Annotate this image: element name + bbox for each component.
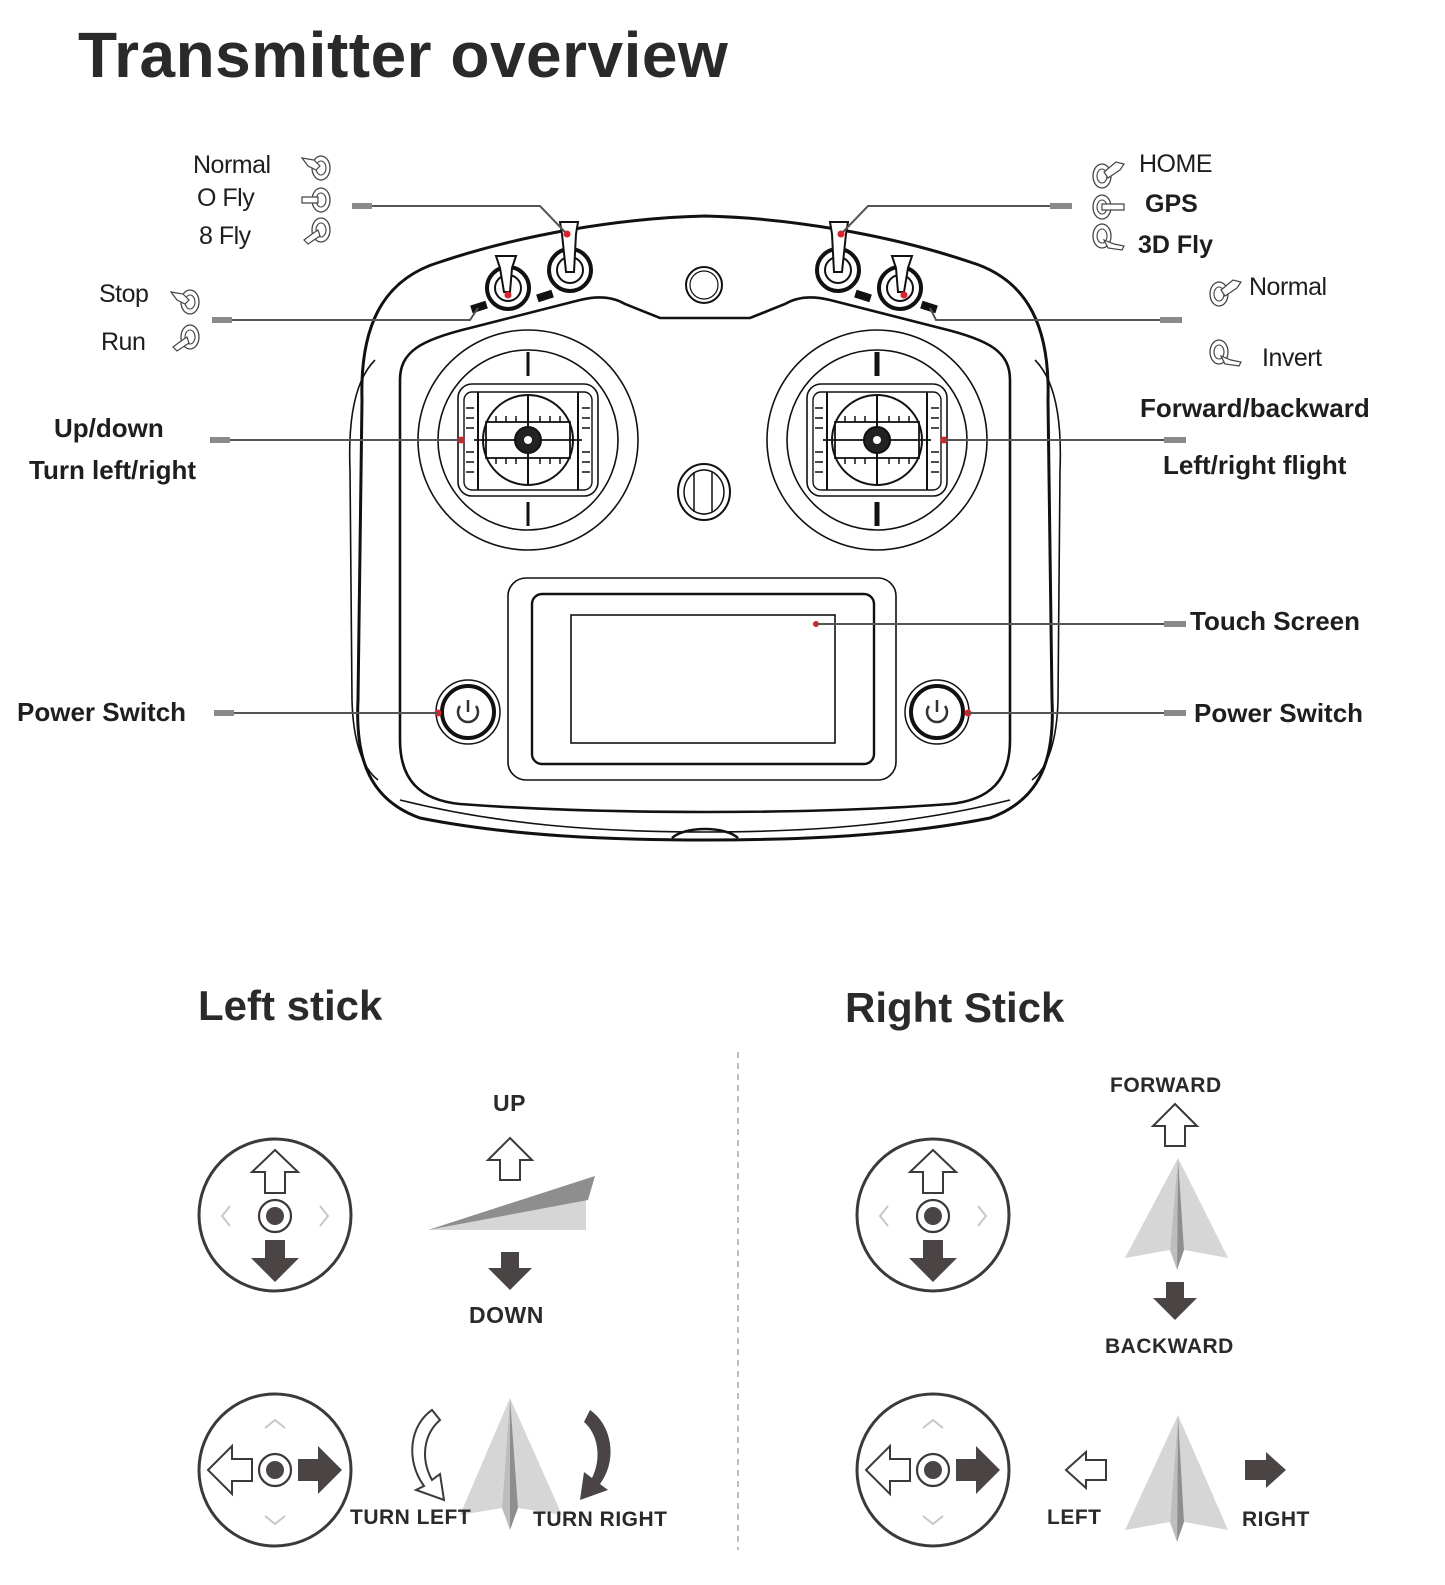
left-mode-ofly-label: O Fly	[197, 184, 255, 212]
arrow-up-outline-icon	[1150, 1102, 1200, 1147]
throttle-stop-label: Stop	[99, 280, 149, 308]
left-power-button	[434, 679, 501, 745]
right-stick-horizontal-diagram	[855, 1392, 1011, 1548]
chevron-right-icon	[319, 1205, 330, 1227]
throttle-run-label: Run	[101, 328, 146, 356]
right-mode-3dfly-label: 3D Fly	[1138, 231, 1214, 259]
leader-lines	[214, 205, 1166, 714]
toggle-center-icon	[1092, 194, 1125, 220]
arrow-up-outline-icon	[249, 1148, 301, 1194]
invert-normal-label: Normal	[1249, 273, 1327, 301]
touch-screen	[507, 577, 897, 781]
arrow-left-outline-icon	[1064, 1449, 1107, 1491]
left-stick-section-title: Left stick	[198, 982, 383, 1029]
backward-caption: BACKWARD	[1105, 1335, 1234, 1358]
right-grip	[1031, 359, 1062, 781]
right-mode-home-label: HOME	[1139, 150, 1213, 178]
toggle-down-left-icon	[172, 324, 200, 352]
arrow-right-solid-icon	[1245, 1452, 1286, 1488]
touch-screen-label: Touch Screen	[1190, 606, 1361, 636]
toggle-down-right-icon	[1092, 223, 1125, 251]
left-throttle-switch	[485, 255, 531, 311]
arrow-down-solid-icon	[909, 1240, 957, 1282]
chevron-left-icon	[220, 1205, 231, 1227]
chevron-up-icon	[922, 1418, 944, 1429]
right-stick-section-title: Right Stick	[845, 984, 1065, 1031]
left-caption: LEFT	[1047, 1506, 1102, 1529]
right-invert-switch	[877, 255, 923, 311]
arrow-right-solid-icon	[956, 1446, 1000, 1494]
left-stick-updown-label: Up/down	[54, 413, 164, 443]
left-mode-switch	[547, 221, 593, 293]
turn-left-caption: TURN LEFT	[350, 1506, 472, 1529]
page-title: Transmitter overview	[78, 19, 729, 91]
right-mode-switch	[815, 221, 861, 293]
forward-caption: FORWARD	[1110, 1074, 1222, 1097]
left-stick-vertical-diagram	[197, 1137, 353, 1293]
chevron-right-icon	[977, 1205, 988, 1227]
up-caption: UP	[493, 1090, 526, 1116]
toggle-down-right-icon	[1209, 339, 1242, 367]
rotate-right-solid-icon	[580, 1410, 611, 1500]
arrow-left-outline-icon	[206, 1443, 253, 1497]
arrow-down-solid-icon	[1153, 1282, 1197, 1320]
transmitter-outer-shell	[356, 214, 1054, 842]
toggle-up-left-icon	[300, 155, 331, 181]
right-power-switch-label: Power Switch	[1194, 698, 1364, 728]
bottom-edge	[399, 799, 1011, 833]
paper-plane-forward-icon	[1125, 1158, 1228, 1270]
chevron-up-icon	[264, 1418, 286, 1429]
arrow-right-solid-icon	[298, 1446, 342, 1494]
left-stick-turn-label: Turn left/right	[29, 455, 197, 485]
rotate-left-outline-icon	[411, 1408, 446, 1502]
chevron-left-icon	[878, 1205, 889, 1227]
arrow-up-outline-icon	[907, 1148, 959, 1194]
right-power-button	[904, 679, 972, 745]
invert-invert-label: Invert	[1262, 344, 1322, 372]
climb-ramp-icon	[428, 1176, 595, 1230]
center-dial	[677, 463, 731, 521]
arrow-up-outline-icon	[485, 1136, 535, 1181]
left-mode-8fly-label: 8 Fly	[199, 222, 251, 250]
arrow-down-solid-icon	[251, 1240, 299, 1282]
arrow-down-solid-icon	[488, 1252, 532, 1290]
bottom-notch	[671, 827, 739, 840]
left-power-switch-label: Power Switch	[17, 697, 187, 727]
toggle-up-left-icon	[169, 289, 200, 315]
toggle-up-right-icon	[1092, 161, 1125, 189]
left-stick-horizontal-diagram	[197, 1392, 353, 1548]
right-mode-gps-label: GPS	[1145, 190, 1198, 218]
paper-plane-icon	[460, 1398, 562, 1530]
right-stick-leftright-label: Left/right flight	[1163, 450, 1347, 480]
paper-plane-icon	[1125, 1415, 1228, 1542]
leader-tips	[210, 203, 1186, 716]
down-caption: DOWN	[469, 1302, 544, 1328]
chevron-down-icon	[264, 1515, 286, 1526]
arrow-left-outline-icon	[864, 1443, 911, 1497]
toggle-up-right-icon	[1209, 279, 1242, 307]
turn-right-caption: TURN RIGHT	[533, 1508, 668, 1531]
right-stick-vertical-diagram	[855, 1137, 1011, 1293]
toggle-center-icon	[301, 187, 331, 213]
right-caption: RIGHT	[1242, 1508, 1310, 1531]
chevron-down-icon	[922, 1515, 944, 1526]
face-panel	[398, 296, 1012, 814]
left-grip	[348, 359, 379, 781]
left-mode-normal-label: Normal	[193, 151, 271, 179]
right-stick-forward-label: Forward/backward	[1140, 393, 1370, 423]
toggle-down-left-icon	[303, 217, 331, 245]
left-gimbal	[417, 329, 639, 551]
